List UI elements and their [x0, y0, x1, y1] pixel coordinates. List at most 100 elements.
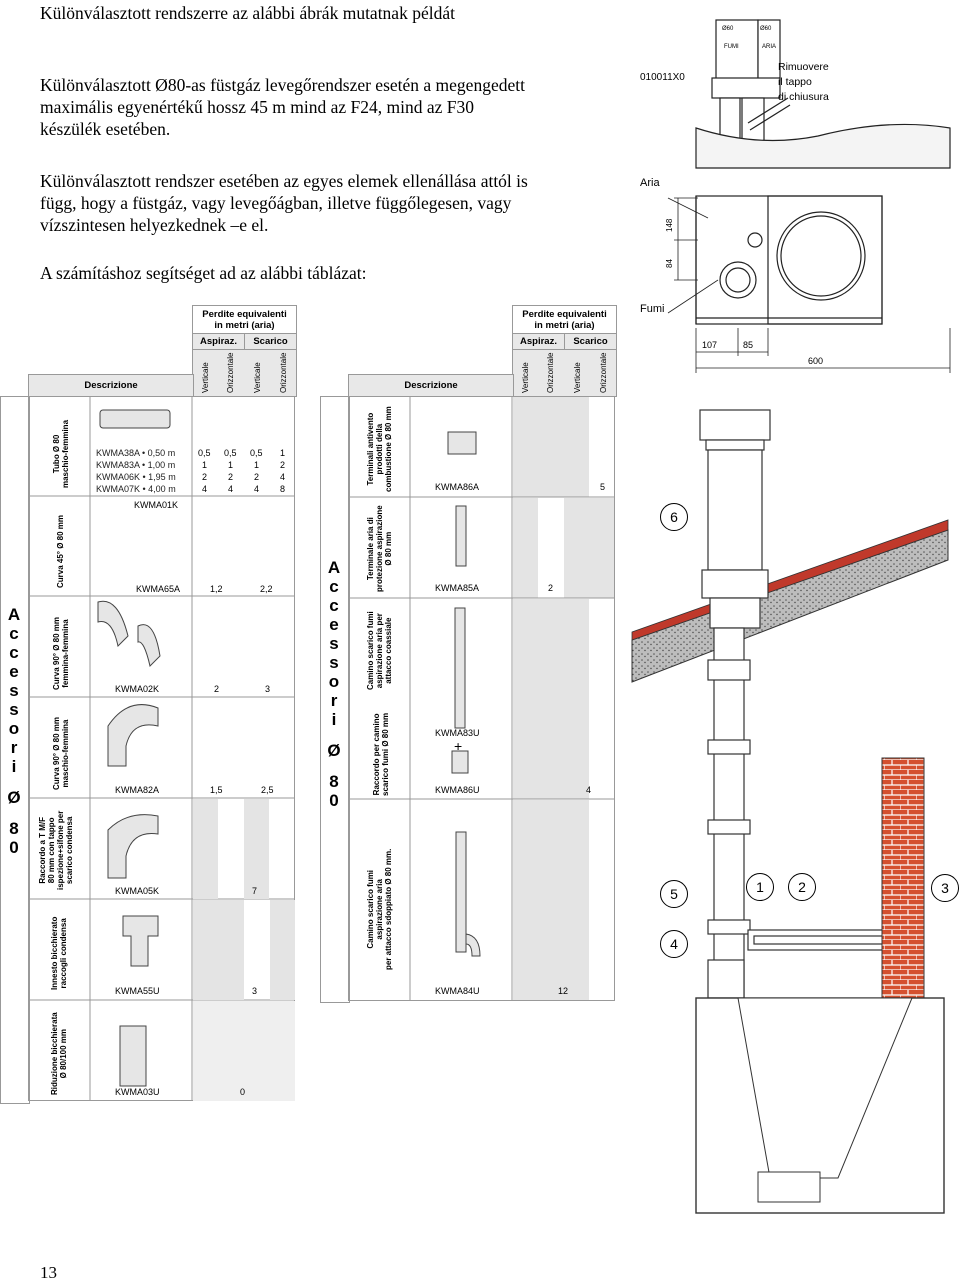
- col-vert-r2: Verticale: [573, 362, 582, 393]
- header-perdite-line1: Perdite equivalenti: [202, 309, 287, 320]
- ma02k-aspiraz: 2: [214, 684, 220, 694]
- pipe-diameter-label-2: Ø60: [722, 26, 734, 32]
- paragraph-max-length: Különválasztott Ø80-as füstgáz levegőren…: [40, 74, 525, 140]
- header-descrizione-cell: Descrizione: [28, 374, 194, 397]
- header-orient-r-cells: [512, 349, 617, 397]
- tube-row-3: KWMA06K • 1,95 m: [96, 472, 176, 482]
- header-descrizione-r-cell: Descrizione: [348, 374, 514, 397]
- code-kwma55u: KWMA55U: [115, 986, 160, 996]
- table-left-grid: [28, 396, 295, 1101]
- remove-cap-line3: di chiusura: [778, 91, 829, 103]
- dim-84: 84: [665, 259, 674, 268]
- para1-line3: készülék esetében.: [40, 119, 171, 139]
- header-perdite: Perdite equivalenti in metri (aria): [192, 305, 297, 335]
- tube3-v2: 2: [228, 472, 234, 482]
- ma55u-value: 3: [252, 986, 258, 996]
- tube2-v1: 1: [202, 460, 208, 470]
- remove-cap-line2: il tappo: [778, 76, 812, 88]
- ma84u-value: 12: [558, 986, 569, 996]
- code-kwma02k: KWMA02K: [115, 684, 160, 694]
- tube-row-4: KWMA07K • 4,00 m: [96, 484, 176, 494]
- code-kwma86a: KWMA86A: [435, 482, 480, 492]
- code-kwma05k: KWMA05K: [115, 886, 160, 896]
- side-label-cell: [0, 396, 30, 1104]
- tube2-v4: 2: [280, 460, 286, 470]
- tube3-v3: 2: [254, 472, 260, 482]
- ma05k-value: 7: [252, 886, 258, 896]
- para1-line2: maximális egyenértékű hossz 45 m mind az…: [40, 97, 475, 117]
- header-aspiraz-r-cell: Aspiraz.: [512, 333, 565, 350]
- callout-6: 6: [660, 503, 688, 531]
- col-oriz-2: Orizzontale: [279, 352, 288, 393]
- dim-85: 85: [743, 340, 753, 350]
- para1-line1: Különválasztott Ø80-as füstgáz levegőren…: [40, 75, 525, 95]
- header-perdite-r-line1: Perdite equivalenti: [522, 309, 607, 320]
- header-aspiraz: Aspiraz.: [200, 336, 237, 347]
- code-kwma03u: KWMA03U: [115, 1087, 160, 1097]
- para2-line3: vízszintesen helyezkednek –e el.: [40, 215, 269, 235]
- header-aspiraz-cell: Aspiraz.: [192, 333, 245, 350]
- code-kwma82a: KWMA82A: [115, 785, 160, 795]
- page-number: 13: [40, 1263, 57, 1282]
- header-scarico-r: Scarico: [573, 336, 608, 347]
- callout-3: 3: [931, 874, 959, 902]
- col-vert-2: Verticale: [253, 362, 262, 393]
- tube2-v2: 1: [228, 460, 234, 470]
- page-heading: Különválasztott rendszerre az alábbi ábr…: [40, 3, 455, 23]
- code-kwma01k: KWMA01K: [134, 500, 179, 510]
- para2-line1: Különválasztott rendszer esetében az egy…: [40, 171, 528, 191]
- col-oriz-1: Orizzontale: [226, 352, 235, 393]
- tube3-v4: 4: [280, 472, 286, 482]
- header-scarico-r-cell: Scarico: [564, 333, 617, 350]
- code-kwma83u: KWMA83U: [435, 728, 480, 738]
- ma85a-value: 2: [548, 583, 554, 593]
- code-kwma84u: KWMA84U: [435, 986, 480, 996]
- part-code: 010011X0: [640, 72, 685, 83]
- fumi-label: Fumi: [640, 303, 664, 315]
- tube3-v1: 2: [202, 472, 208, 482]
- col-vert-r1: Verticale: [521, 362, 530, 393]
- tube1-v2: 0,5: [224, 448, 237, 458]
- ma02k-scarico: 3: [265, 684, 271, 694]
- installation-diagram: [631, 409, 949, 1214]
- ma03u-value: 0: [240, 1087, 246, 1097]
- header-perdite-line2: in metri (aria): [214, 320, 275, 331]
- ma86u-value: 4: [586, 785, 592, 795]
- header-scarico-cell: Scarico: [244, 333, 297, 350]
- table-right: Perdite equivalenti in metri (aria) Aspi…: [320, 300, 620, 1005]
- ma82a-aspiraz: 1,5: [210, 785, 223, 795]
- header-descrizione: Descrizione: [84, 380, 138, 391]
- dim-107: 107: [702, 340, 717, 350]
- pipe-aria-label: ARIA: [762, 44, 776, 50]
- dim-600: 600: [808, 356, 823, 366]
- tube2-v3: 1: [254, 460, 260, 470]
- header-scarico: Scarico: [253, 336, 288, 347]
- paragraph-resistance: Különválasztott rendszer esetében az egy…: [40, 170, 528, 236]
- header-aspiraz-r: Aspiraz.: [520, 336, 557, 347]
- header-orient-cells: [192, 349, 297, 397]
- tube1-v4: 1: [280, 448, 286, 458]
- pipe-diameter-label: Ø60: [760, 26, 772, 32]
- callout-2: 2: [788, 873, 816, 901]
- tube-row-1: KWMA38A • 0,50 m: [96, 448, 176, 458]
- para2-line2: függ, hogy a füstgáz, vagy levegőágban, …: [40, 193, 512, 213]
- callout-5: 5: [660, 880, 688, 908]
- table-left: Perdite equivalenti in metri (aria) Aspi…: [0, 300, 300, 1105]
- side-label-r-cell: [320, 396, 350, 1003]
- boiler-connection-diagram: FUMI ARIA Ø60 Ø60 010011X0 Rimuovere il …: [640, 19, 951, 373]
- header-descrizione-r: Descrizione: [404, 380, 458, 391]
- curve45-scarico: 2,2: [260, 584, 273, 594]
- callout-1: 1: [746, 873, 774, 901]
- row-label-curve45: Curva 45° Ø 80 mm: [56, 514, 65, 588]
